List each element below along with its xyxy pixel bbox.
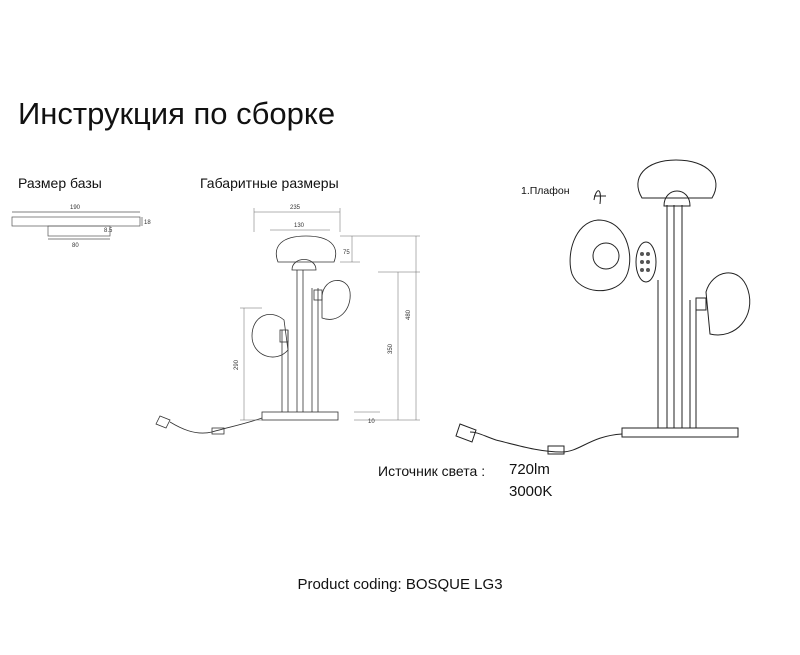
shade-part-label: 1.Плафон bbox=[521, 185, 570, 197]
base-size-heading: Размер базы bbox=[18, 175, 102, 191]
assembly-top-shade bbox=[637, 159, 717, 199]
arrow-icon bbox=[593, 190, 606, 205]
left-shade-outline bbox=[251, 314, 289, 358]
base-thickness-label: 10 bbox=[368, 419, 375, 425]
top-shade-outline bbox=[276, 235, 336, 263]
base-height-label: 18 bbox=[144, 220, 151, 226]
low-height-label: 290 bbox=[234, 359, 240, 370]
assembly-right-shade bbox=[705, 272, 751, 336]
right-shade-outline bbox=[321, 280, 351, 320]
page-title: Инструкция по сборке bbox=[18, 96, 336, 131]
assembly-cable bbox=[469, 431, 623, 453]
mid-height-label: 350 bbox=[388, 343, 394, 354]
light-source-label: Источник света : bbox=[378, 463, 486, 479]
lamp-base-outline bbox=[261, 411, 339, 421]
socket-led bbox=[635, 241, 657, 283]
shade-dim-label: 130 bbox=[294, 223, 305, 229]
base-length-label: 190 bbox=[70, 205, 81, 211]
assembly-base bbox=[621, 427, 739, 438]
lumens-value: 720lm bbox=[509, 461, 550, 478]
width-dim-label: 235 bbox=[290, 205, 301, 211]
base-plate-bottom bbox=[47, 225, 111, 237]
detached-shade bbox=[569, 219, 631, 292]
shade-height-label: 75 bbox=[343, 250, 350, 256]
overall-dims-heading: Габаритные размеры bbox=[200, 175, 339, 191]
plug bbox=[155, 415, 171, 429]
inline-switch bbox=[211, 427, 225, 435]
product-coding: Product coding: BOSQUE LG3 bbox=[297, 576, 503, 593]
assembly-switch bbox=[547, 445, 565, 455]
base-offset-label: 8.5 bbox=[104, 228, 113, 234]
base-inner-label: 80 bbox=[72, 243, 79, 249]
color-temperature-value: 3000K bbox=[509, 483, 553, 500]
total-height-label: 480 bbox=[406, 309, 412, 320]
assembly-plug bbox=[455, 423, 477, 443]
